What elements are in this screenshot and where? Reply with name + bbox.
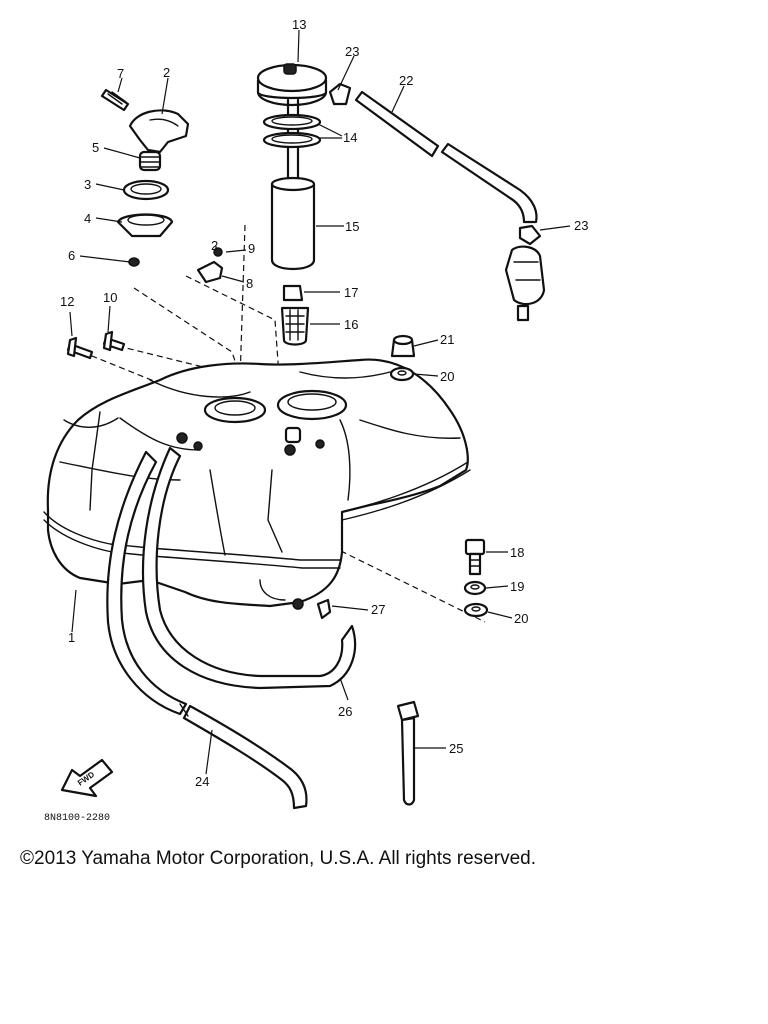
fuel-hoses xyxy=(107,448,355,808)
callout-18: 18 xyxy=(510,545,524,560)
callout-leaders xyxy=(70,30,570,774)
fuel-cock-assembly xyxy=(102,90,222,282)
callout-2: 2 xyxy=(163,65,170,80)
mounting-bolts xyxy=(68,332,124,358)
callout-2: 2 xyxy=(211,238,218,253)
right-hardware xyxy=(391,336,487,616)
callout-4: 4 xyxy=(84,211,91,226)
callout-19: 19 xyxy=(510,579,524,594)
callout-12: 12 xyxy=(60,294,74,309)
copyright-notice: ©2013 Yamaha Motor Corporation, U.S.A. A… xyxy=(20,848,536,869)
callout-15: 15 xyxy=(345,219,359,234)
breather-hose-assembly xyxy=(330,84,544,320)
callout-23: 23 xyxy=(574,218,588,233)
callout-27: 27 xyxy=(371,602,385,617)
callout-20: 20 xyxy=(440,369,454,384)
callout-8: 8 xyxy=(246,276,253,291)
callout-25: 25 xyxy=(449,741,463,756)
callout-16: 16 xyxy=(344,317,358,332)
callout-1: 1 xyxy=(68,630,75,645)
callout-13: 13 xyxy=(292,17,306,32)
callout-23: 23 xyxy=(345,44,359,59)
callout-22: 22 xyxy=(399,73,413,88)
callout-9: 9 xyxy=(248,241,255,256)
callout-5: 5 xyxy=(92,140,99,155)
gauge-dipstick xyxy=(398,702,418,805)
fuel-tank-exploded-diagram: FWD 13 23 22 7 xyxy=(0,17,588,824)
callout-21: 21 xyxy=(440,332,454,347)
callout-14: 14 xyxy=(343,130,357,145)
callout-numbers: 13 23 22 7 2 14 5 3 15 23 4 2 9 6 8 12 1… xyxy=(60,17,588,789)
callout-6: 6 xyxy=(68,248,75,263)
forward-direction-arrow: FWD xyxy=(62,760,112,796)
callout-24: 24 xyxy=(195,774,209,789)
callout-17: 17 xyxy=(344,285,358,300)
diagram-code: 8N8100-2280 xyxy=(44,813,110,824)
sender-unit-assembly xyxy=(258,64,326,345)
callout-7: 7 xyxy=(117,66,124,81)
callout-10: 10 xyxy=(103,290,117,305)
callout-3: 3 xyxy=(84,177,91,192)
callout-20: 20 xyxy=(514,611,528,626)
callout-26: 26 xyxy=(338,704,352,719)
